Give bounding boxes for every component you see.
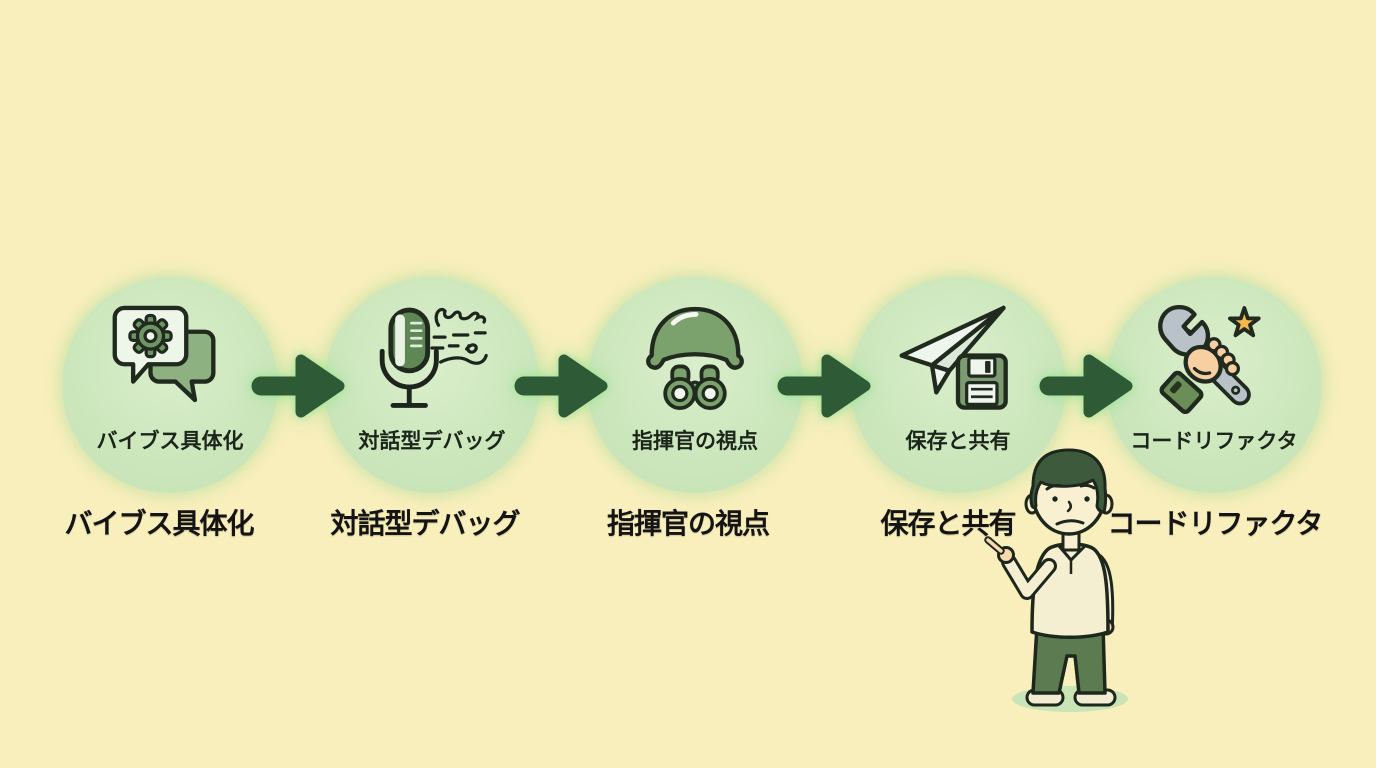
step-circle-5: コードリファクタ (1106, 277, 1322, 493)
step-circle-4: 保存と共有 (850, 277, 1066, 493)
step-circle-2: 対話型デバッグ (324, 277, 540, 493)
step-caption: コードリファクタ (1107, 508, 1324, 539)
step-label: 保存と共有 (905, 430, 1011, 453)
flow-arrow-icon (251, 350, 347, 422)
hand-wrench-star-icon (1158, 304, 1261, 415)
step-caption: バイブス具体化 (64, 508, 254, 539)
step-label: コードリファクタ (1130, 430, 1298, 453)
flow-arrow-icon (777, 350, 873, 422)
chat-gear-icon (112, 305, 216, 403)
flow-arrow-icon (1039, 350, 1135, 422)
step-circle-3: 指揮官の視点 (587, 277, 803, 493)
step-label: バイブス具体化 (96, 430, 244, 453)
step-caption: 指揮官の視点 (606, 508, 770, 539)
paper-plane-floppy-icon (899, 305, 1008, 410)
step-caption: 保存と共有 (880, 508, 1016, 539)
helmet-binoculars-icon (646, 306, 744, 411)
microphone-speech-icon (379, 307, 488, 408)
pointing-man-illustration (984, 448, 1128, 712)
flow-arrow-icon (514, 350, 610, 422)
step-label: 対話型デバッグ (358, 430, 506, 453)
step-circle-1: バイブス具体化 (62, 277, 278, 493)
step-label: 指揮官の視点 (632, 430, 758, 453)
step-caption: 対話型デバッグ (330, 508, 520, 539)
